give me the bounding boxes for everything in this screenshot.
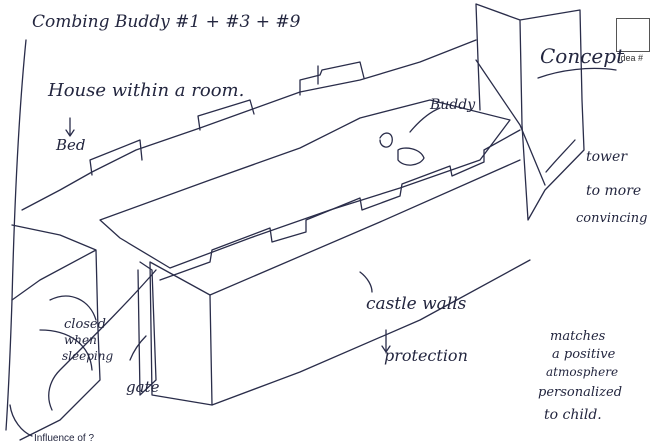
front-battlements — [160, 130, 520, 280]
matches-label-5: to child. — [544, 408, 602, 422]
tower-label-2: to more — [586, 184, 641, 198]
matches-label-3: atmosphere — [546, 366, 618, 378]
influence-label: Influence of ? — [34, 434, 94, 444]
castle-top-back-edge — [22, 40, 476, 210]
tower-label-1: tower — [586, 150, 627, 164]
tower-arrow — [546, 140, 575, 172]
combining-title: Combing Buddy #1 + #3 + #9 — [32, 14, 300, 31]
concept-label: Concept — [540, 46, 624, 66]
concept-underline — [538, 68, 616, 78]
matches-label-4: personalized — [538, 386, 622, 399]
gate-arrow — [130, 336, 146, 360]
tower-label-3: convincing — [576, 212, 648, 225]
castle-arrow — [360, 272, 372, 292]
tower — [476, 4, 584, 220]
closed-label-1: closed — [64, 318, 106, 331]
buddy-figure — [380, 133, 424, 165]
house-label: House within a room. — [48, 82, 244, 100]
influence-arrow — [10, 405, 32, 436]
castle-walls-label: castle walls — [366, 296, 466, 313]
protection-label: protection — [384, 348, 468, 364]
bed-platform — [100, 100, 510, 268]
closed-label-3: sleeping — [62, 350, 113, 362]
matches-label-1: matches — [550, 330, 605, 343]
bed-label: Bed — [56, 138, 86, 153]
bed-arrow — [66, 118, 74, 136]
matches-label-2: a positive — [552, 348, 615, 361]
gate-label: gate — [126, 380, 159, 395]
gate-post — [138, 262, 156, 395]
tower-edge — [476, 60, 545, 185]
closed-label-2: when — [64, 334, 97, 346]
margin-line — [6, 40, 26, 430]
buddy-label: Buddy — [430, 98, 475, 112]
